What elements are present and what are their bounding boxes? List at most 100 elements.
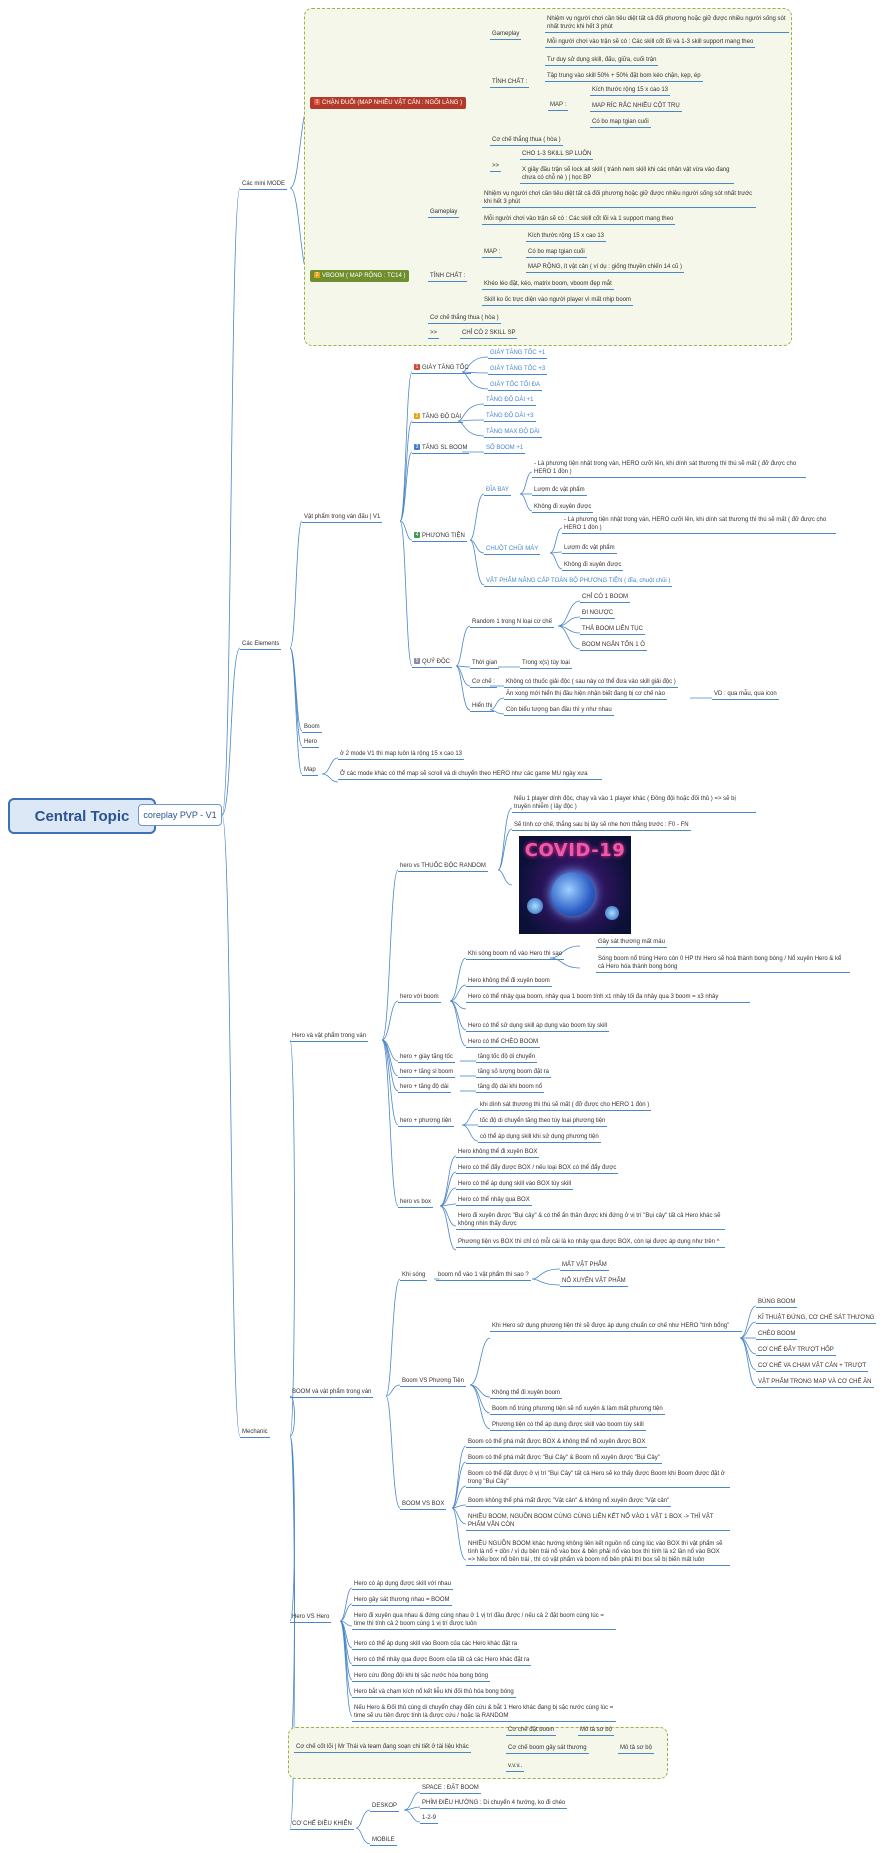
khi-song-item[interactable]: MẤT VẬT PHẨM (560, 1261, 609, 1271)
vehicle-detail[interactable]: Không đi xuyên được (532, 503, 594, 513)
co-che-node[interactable]: Cơ chế : (470, 678, 497, 688)
boom-pt-rule[interactable]: CHÈO BOOM (756, 1330, 798, 1340)
control-desktop-item[interactable]: 1-2-9 (420, 1814, 439, 1824)
boom-pt-rule[interactable]: CƠ CHẾ VA CHẠM VẬT CẢN + TRƯỢT (756, 1362, 869, 1372)
hien-thi-item[interactable]: Còn biểu tượng ban đầu thì y như nhau (504, 706, 614, 716)
boom-pt-rule[interactable]: CƠ CHẾ ĐẨY TRƯỢT HỐP (756, 1346, 836, 1356)
boom-pt-rule[interactable]: KĨ THUẬT ĐỨNG, CƠ CHẾ SÁT THƯƠNG (756, 1314, 877, 1324)
item-option[interactable]: GIÀY TĂNG TỐC +3 (488, 365, 548, 375)
tinh-chat-item[interactable]: Tập trung vào skill 50% + 50% đặt bom ké… (545, 72, 703, 82)
skill-sp-item[interactable]: X giây đầu trận sẽ lock all skill ( trán… (520, 166, 734, 184)
element-boom[interactable]: Boom (302, 723, 322, 733)
v-gameplay-item[interactable]: Mỗi người chơi vào trận sẽ có : Các skil… (482, 215, 676, 225)
core-mechanic-node[interactable]: Cơ chế cốt lõi | Mr Thái và team đang so… (294, 1743, 471, 1753)
v-skill-sp-item[interactable]: CHỈ CÓ 2 SKILL SP (460, 329, 518, 339)
v-map-node[interactable]: MAP : (482, 248, 503, 258)
map-item[interactable]: Ở các mode khác có thể map sẽ scroll và … (338, 770, 602, 780)
random-option[interactable]: THẢ BOOM LIÊN TỤC (580, 625, 645, 635)
hero-hero-item[interactable]: Hero có thể áp dụng skill vào Boom của c… (352, 1640, 520, 1650)
random-option[interactable]: BOOM NGẮN TỐN 1 Ô (580, 641, 647, 651)
poison-item[interactable]: Nếu 1 player dính độc, chạy và vào 1 pla… (512, 795, 756, 813)
v-map-item[interactable]: Kích thước rộng 15 x cao 13 (526, 232, 606, 242)
map-item[interactable]: Có bo map tgian cuối (590, 118, 651, 128)
hero-hero-item[interactable]: Hero đi xuyên qua nhau & đứng cùng nhau … (352, 1612, 616, 1630)
hero-boom-node[interactable]: hero với boom (398, 993, 441, 1003)
boom-box-item[interactable]: NHIỀU BOOM, NGUỒN BOOM CÙNG CÙNG LIÊN KẾ… (466, 1513, 730, 1531)
boom-pt-rule[interactable]: BÙNG BOOM (756, 1298, 798, 1308)
boom-pt-item[interactable]: Không thể đi xuyên boom (490, 1389, 563, 1399)
hero-hero-item[interactable]: Hero có thể nhảy qua được Boom của tất c… (352, 1656, 532, 1666)
control-node[interactable]: CƠ CHẾ ĐIỀU KHIỂN (290, 1820, 354, 1830)
main-topic[interactable]: coreplay PVP - V1 (138, 804, 222, 826)
hero-hero-item[interactable]: Nếu Hero & Đối thủ cùng di chuyển chạy đ… (352, 1704, 616, 1722)
control-desktop[interactable]: DESKOP (370, 1802, 400, 1812)
hero-giay-node[interactable]: hero + giày tăng tốc (398, 1053, 455, 1063)
element-map[interactable]: Map (302, 766, 318, 776)
item-option[interactable]: TĂNG MAX ĐỘ DÀI (484, 428, 542, 438)
boom-pt-node[interactable]: Boom VS Phương Tiện (400, 1377, 466, 1387)
element-hero[interactable]: Hero (302, 738, 320, 748)
vehicle-detail[interactable]: Lượm đc vật phẩm (532, 486, 587, 496)
co-che-item[interactable]: Không có thuốc giải độc ( sau này có thể… (504, 678, 678, 688)
boom-box-item[interactable]: Boom không thể phá mất được "Vật cản" & … (466, 1497, 672, 1507)
hero-hero-item[interactable]: Hero cứu đồng đội khi bị sặc nước hóa bo… (352, 1672, 491, 1682)
boom-pt-item[interactable]: Khi Hero sử dụng phương tiện thì sẽ được… (490, 1322, 742, 1332)
boom-pt-item[interactable]: Boom nổ trúng phương tiện sẽ nổ xuyên & … (490, 1405, 665, 1415)
khi-song-question[interactable]: boom nổ vào 1 vật phẩm thì sao ? (436, 1271, 531, 1281)
random-option[interactable]: CHỈ CÓ 1 BOOM (580, 593, 631, 603)
hero-pt-item[interactable]: có thể áp dụng skill khi sử dụng phương … (478, 1133, 601, 1143)
core-item[interactable]: v.v.v.. (506, 1762, 525, 1772)
gameplay-item[interactable]: Mỗi người chơi vào trận sẽ có : Các skil… (545, 38, 756, 48)
map-item[interactable]: Kích thước rộng 15 x cao 13 (590, 86, 670, 96)
core-item[interactable]: Cơ chế đặt boom (506, 1726, 557, 1736)
map-node[interactable]: MAP : (548, 101, 569, 111)
item-option[interactable]: GIÀY TỐC TỐI ĐA (488, 381, 543, 391)
v-gameplay-node[interactable]: Gameplay (428, 208, 460, 218)
vehicle-detail[interactable]: Không đi xuyên được (562, 561, 624, 571)
hero-boom-item[interactable]: Hero có thể nhảy qua boom, nhảy qua 1 bo… (466, 993, 750, 1003)
hien-thi-example[interactable]: VD : qua mẫu, qua icon (712, 690, 779, 700)
control-mobile[interactable]: MOBILE (370, 1836, 397, 1846)
item-option[interactable]: TĂNG ĐỘ DÀI +1 (484, 396, 536, 406)
hero-box-item[interactable]: Hero có thể nhảy qua BOX (456, 1196, 532, 1206)
khi-song-item[interactable]: NỔ XUYÊN VẬT PHẨM (560, 1277, 628, 1287)
v-gameplay-item[interactable]: Nhiệm vụ người chơi cần tiêu diệt tất cả… (482, 190, 756, 208)
tinh-chat-node[interactable]: TÍNH CHẤT : (490, 78, 530, 88)
tinh-chat-item[interactable]: Tư duy sử dụng skill, đấu, giữa, cuối tr… (545, 56, 659, 66)
hero-pt-item[interactable]: tốc độ di chuyển tăng theo tùy loại phươ… (478, 1117, 608, 1127)
control-desktop-item[interactable]: SPACE : ĐẶT BOOM (420, 1784, 481, 1794)
map-item[interactable]: ở 2 mode V1 thì map luôn là rộng 15 x ca… (338, 750, 465, 760)
khi-song-node[interactable]: Khi sóng (400, 1271, 428, 1281)
hero-box-item[interactable]: Hero có thể đẩy được BOX / nếu loại BOX … (456, 1164, 619, 1174)
core-desc[interactable]: Mô tả sơ bộ (618, 1744, 654, 1754)
hero-dd-node[interactable]: hero + tăng độ dài (398, 1083, 451, 1093)
hero-box-node[interactable]: hero vs box (398, 1198, 434, 1208)
hero-box-item[interactable]: Hero đi xuyên được "Bụi cây" & có thể ẩn… (456, 1212, 725, 1230)
item-option[interactable]: TĂNG ĐỘ DÀI +3 (484, 412, 536, 422)
thoi-gian-node[interactable]: Thời gian (470, 659, 500, 669)
control-desktop-item[interactable]: PHÍM ĐIỀU HƯỚNG : Di chuyển 4 hướng, ko … (420, 1799, 568, 1809)
boom-box-node[interactable]: BOOM VS BOX (400, 1500, 447, 1510)
hero-sl-node[interactable]: hero + tăng sl boom (398, 1068, 456, 1078)
thoi-gian-item[interactable]: Trong x(s) tùy loại (520, 659, 572, 669)
hero-boom-item[interactable]: Hero có thể sử dụng skill áp dụng vào bo… (466, 1022, 610, 1032)
boom-box-item[interactable]: NHIỀU NGUỒN BOOM khác hướng không liên k… (466, 1540, 730, 1566)
boom-box-item[interactable]: Boom có thể đặt được ở vị trí "Bụi Cây" … (466, 1470, 730, 1488)
core-desc[interactable]: Mô tả sơ bộ (578, 1726, 614, 1736)
hien-thi-node[interactable]: Hiển thị (470, 702, 495, 712)
vehicle-detail[interactable]: Lượm đc vật phẩm (562, 544, 617, 554)
item-option[interactable]: SỐ BOOM +1 (484, 444, 526, 454)
core-item[interactable]: Cơ chế boom gây sát thương (506, 1744, 589, 1754)
hero-box-item[interactable]: Hero có thể áp dụng skill vào BOX tùy sk… (456, 1180, 574, 1190)
hero-box-item[interactable]: Hero không thể đi xuyên BOX (456, 1148, 540, 1158)
item-option[interactable]: GIÀY TĂNG TỐC +1 (488, 349, 548, 359)
hero-boom-item[interactable]: Khi sóng boom nổ vào Hero thì sao (466, 950, 565, 960)
vehicle-chuot-chui[interactable]: CHUỘT CHŨI MÁY (484, 545, 541, 555)
hero-giay-item[interactable]: tăng tốc độ di chuyển (476, 1053, 538, 1063)
skill-sp-item[interactable]: CHO 1-3 SKILL SP LUÔN (520, 150, 594, 160)
vehicle-dia-bay[interactable]: ĐĨA BAY (484, 486, 511, 496)
hero-thuoc-node[interactable]: hero vs THUỐC ĐỘC RANDOM (398, 862, 488, 872)
